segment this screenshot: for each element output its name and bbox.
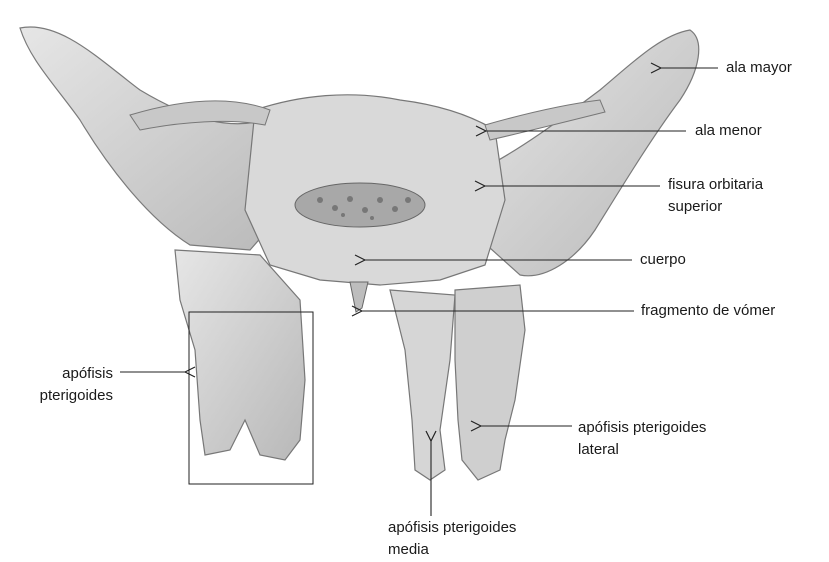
- vomer-fragment: [350, 282, 368, 312]
- label-pterigoides-2: pterigoides: [14, 386, 113, 406]
- label-fisura-2: superior: [668, 197, 722, 217]
- label-media-2: media: [388, 540, 429, 560]
- right-medial-pterygoid: [390, 290, 455, 480]
- sinus-texture: [295, 183, 425, 227]
- label-ala-menor: ala menor: [695, 121, 762, 141]
- label-lateral-1: apófisis pterigoides: [578, 418, 706, 438]
- right-greater-wing: [470, 30, 699, 276]
- right-lateral-pterygoid: [455, 285, 525, 480]
- label-pterigoides-1: apófisis: [14, 364, 113, 384]
- label-fragmento: fragmento de vómer: [641, 301, 775, 321]
- label-lateral-2: lateral: [578, 440, 619, 460]
- label-media-1: apófisis pterigoides: [388, 518, 516, 538]
- label-cuerpo: cuerpo: [640, 250, 686, 270]
- left-pterygoid-process: [175, 250, 305, 460]
- label-ala-mayor: ala mayor: [726, 58, 792, 78]
- bone-drawing: [20, 27, 699, 480]
- label-fisura-1: fisura orbitaria: [668, 175, 763, 195]
